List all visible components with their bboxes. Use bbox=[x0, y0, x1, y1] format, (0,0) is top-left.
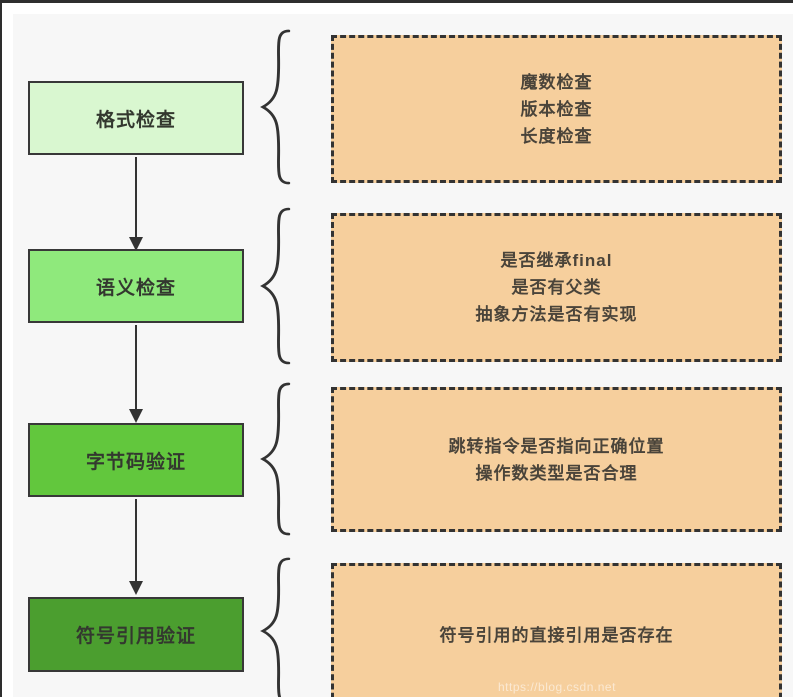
watermark-text: https://blog.csdn.net bbox=[498, 680, 616, 694]
arrow-connector-2 bbox=[135, 325, 137, 411]
stage-label: 符号引用验证 bbox=[75, 626, 196, 647]
arrow-connector-1 bbox=[135, 157, 137, 239]
stage-box-format-check: 格式检查 bbox=[28, 81, 244, 155]
stage-label: 字节码验证 bbox=[85, 451, 186, 473]
detail-line: 跳转指令是否指向正确位置 bbox=[448, 436, 665, 456]
detail-line: 是否继承final bbox=[500, 251, 613, 270]
stage-box-symbol-ref-verify: 符号引用验证 bbox=[28, 597, 244, 672]
arrow-head-1 bbox=[129, 237, 143, 251]
detail-box-format-check: 魔数检查 版本检查 长度检查 bbox=[331, 35, 782, 183]
detail-line: 是否有父类 bbox=[511, 278, 602, 297]
detail-line: 符号引用的直接引用是否存在 bbox=[439, 626, 674, 645]
frame-top-edge bbox=[0, 0, 793, 3]
brace-row-1 bbox=[255, 28, 291, 186]
stage-label: 格式检查 bbox=[95, 109, 176, 131]
arrow-head-2 bbox=[129, 409, 143, 423]
stage-box-bytecode-verify: 字节码验证 bbox=[28, 423, 244, 497]
detail-line: 版本检查 bbox=[520, 99, 593, 119]
detail-line: 长度检查 bbox=[520, 126, 593, 146]
stage-label: 语义检查 bbox=[95, 277, 176, 299]
detail-box-semantic-check: 是否继承final 是否有父类 抽象方法是否有实现 bbox=[331, 213, 782, 362]
stage-box-semantic-check: 语义检查 bbox=[28, 249, 244, 323]
frame-left-edge bbox=[0, 0, 2, 697]
detail-box-symbol-ref-verify: 符号引用的直接引用是否存在 bbox=[331, 563, 782, 697]
detail-line: 魔数检查 bbox=[520, 72, 593, 92]
arrow-connector-3 bbox=[135, 499, 137, 583]
detail-line: 操作数类型是否合理 bbox=[475, 463, 638, 483]
arrow-head-3 bbox=[129, 581, 143, 595]
brace-row-3 bbox=[255, 381, 291, 537]
brace-row-4 bbox=[255, 556, 291, 697]
detail-line: 抽象方法是否有实现 bbox=[475, 305, 638, 324]
detail-box-bytecode-verify: 跳转指令是否指向正确位置 操作数类型是否合理 bbox=[331, 387, 782, 532]
brace-row-2 bbox=[255, 206, 291, 366]
